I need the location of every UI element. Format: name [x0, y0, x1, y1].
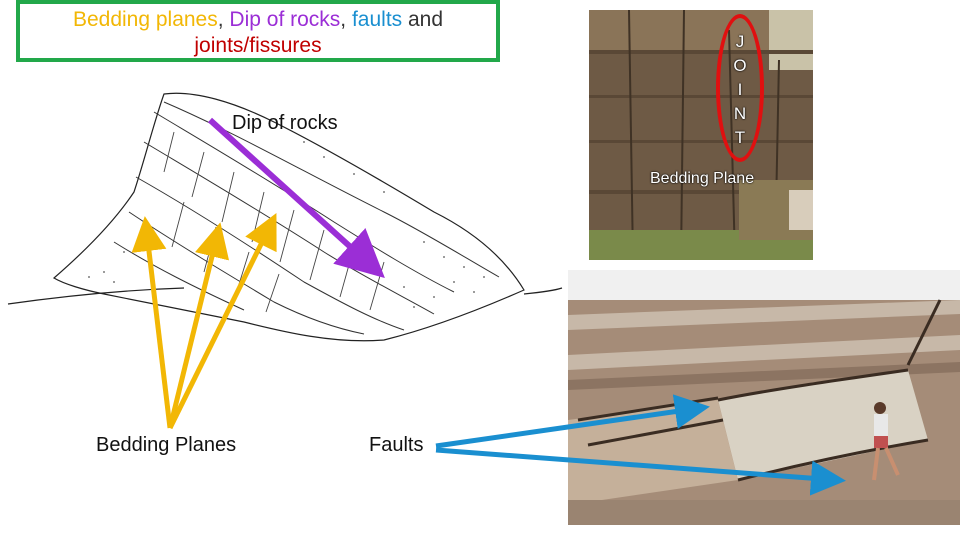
joint-letter: O: [733, 56, 747, 75]
bedding-planes-label: Bedding Planes: [96, 434, 237, 456]
title-separator: ,: [340, 8, 352, 31]
title-joints: joints/fissures: [194, 34, 322, 57]
person-figure: [872, 402, 900, 481]
title-separator: ,: [217, 8, 230, 31]
joint-letter: T: [734, 128, 746, 147]
dip-of-rocks-label: Dip of rocks: [232, 112, 338, 134]
joint-highlight-oval: [716, 14, 764, 162]
title-faults: faults: [351, 8, 403, 31]
faults-photo: [568, 270, 960, 525]
title-and: and: [402, 8, 444, 31]
joint-letter: I: [737, 80, 743, 99]
bedding-plane-photo-label: Bedding Plane: [650, 170, 755, 187]
joint-letter: J: [735, 32, 745, 51]
title-box: Bedding planes, Dip of rocks, faults and…: [16, 0, 500, 62]
joint-cliff-photo: [589, 10, 813, 260]
faults-label: Faults: [369, 434, 424, 456]
joint-vertical-label: J O I N T: [729, 30, 751, 150]
title-bedding-planes: Bedding planes: [72, 8, 218, 31]
title-dip-of-rocks: Dip of rocks: [229, 8, 341, 31]
joint-letter: N: [733, 104, 747, 123]
